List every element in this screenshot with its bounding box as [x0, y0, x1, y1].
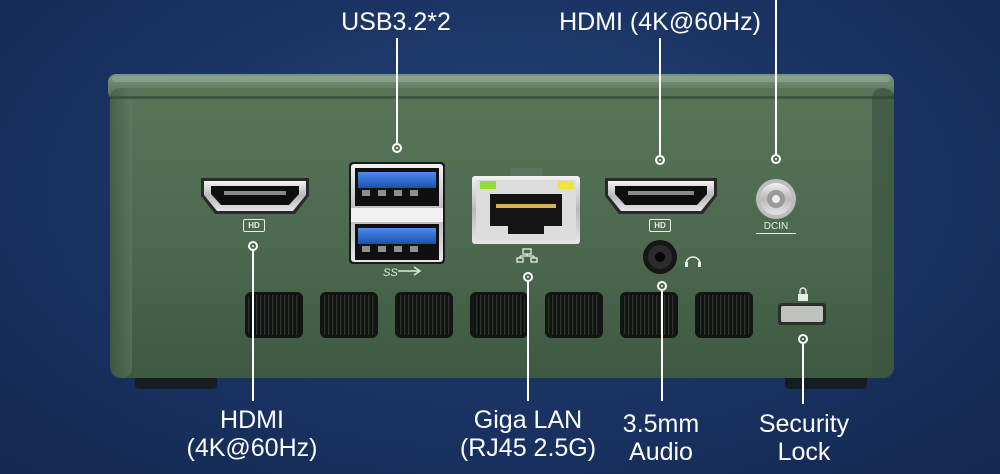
label-lock-line2: Lock	[777, 438, 831, 466]
padlock-icon	[798, 287, 808, 301]
vent	[245, 292, 303, 338]
label-hdmi-top: HDMI (4K@60Hz)	[559, 8, 761, 36]
label-audio-line2: Audio	[629, 438, 693, 466]
hdmi-port-right	[605, 178, 717, 214]
callout-line-hdmi-top	[659, 38, 661, 155]
vent-row	[245, 292, 753, 338]
vent	[545, 292, 603, 338]
label-usb: USB3.2*2	[341, 8, 451, 36]
vent	[620, 292, 678, 338]
label-lan-line2: (RJ45 2.5G)	[459, 434, 597, 462]
lan-port	[472, 168, 580, 244]
hd-mark-left: HD	[243, 219, 265, 232]
label-lan-line1: Giga LAN	[473, 406, 583, 434]
callout-line-audio	[661, 291, 663, 401]
audio-jack	[643, 240, 677, 274]
label-hdmi-bottom-line1: HDMI	[220, 406, 284, 434]
vent	[320, 292, 378, 338]
headphone-icon	[685, 256, 701, 267]
dcin-mark: DCIN	[756, 221, 796, 234]
security-lock-slot	[778, 303, 826, 325]
callout-line-lock	[802, 344, 804, 404]
callout-line-dcin	[775, 0, 777, 154]
callout-dot-dcin	[771, 154, 781, 164]
hdmi-port-left	[201, 178, 309, 214]
usb-ports	[349, 162, 445, 264]
vent	[395, 292, 453, 338]
label-audio-line1: 3.5mm	[622, 410, 700, 438]
vent	[470, 292, 528, 338]
callout-dot-usb	[392, 143, 402, 153]
network-icon	[516, 248, 538, 263]
superspeed-usb-icon: SS	[383, 266, 422, 279]
callout-line-usb	[396, 38, 398, 143]
hd-mark-right: HD	[649, 219, 671, 232]
label-hdmi-bottom-line2: (4K@60Hz)	[186, 434, 318, 462]
callout-dot-audio	[657, 281, 667, 291]
callout-line-hdmi-bottom	[252, 251, 254, 401]
callout-dot-lock	[798, 334, 808, 344]
vent	[695, 292, 753, 338]
dc-in-port	[756, 179, 796, 219]
callout-line-lan	[527, 282, 529, 401]
callout-dot-hdmi-bottom	[248, 241, 258, 251]
svg-text:SS: SS	[383, 267, 398, 279]
callout-dot-hdmi-top	[655, 155, 665, 165]
label-lock-line1: Security	[758, 410, 850, 438]
callout-dot-lan	[523, 272, 533, 282]
